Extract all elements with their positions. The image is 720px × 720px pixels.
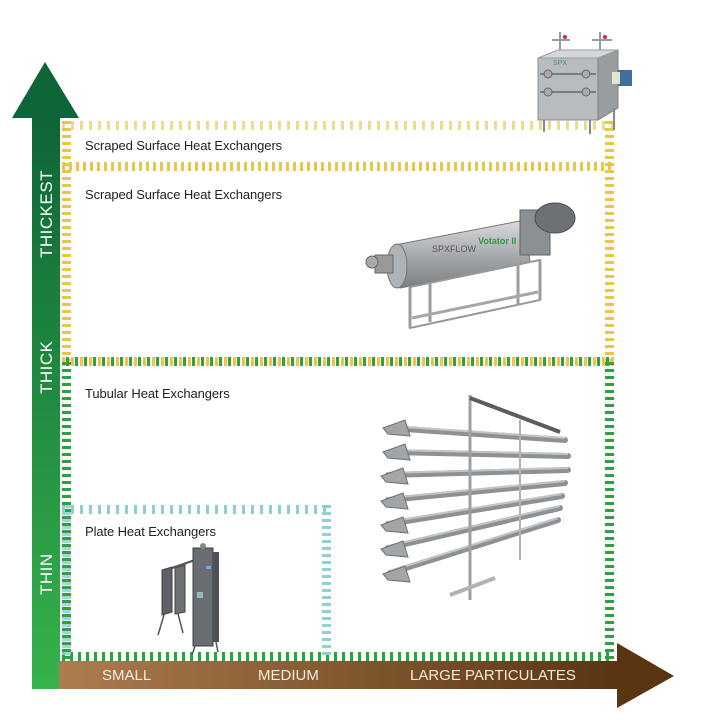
zone-border-scraped-divider [62, 162, 614, 171]
zone-label-scraped-surface-top: Scraped Surface Heat Exchangers [85, 138, 283, 153]
zone-border-scraped-top [62, 121, 614, 130]
zone-border-plate-right [322, 505, 331, 655]
viscosity-arrow-head [12, 62, 79, 118]
zone-border-tubular-top [62, 357, 614, 366]
x-axis-label-medium: MEDIUM [258, 667, 319, 684]
particulate-arrow-head [617, 643, 674, 708]
svg-text:Votator II: Votator II [478, 236, 516, 246]
zone-border-plate-left [62, 505, 71, 655]
zone-border-bottom [62, 652, 614, 661]
zone-label-plate: Plate Heat Exchangers [85, 524, 216, 539]
viscosity-arrow-shaft [32, 117, 60, 689]
zone-border-tubular-right [605, 362, 614, 660]
zone-border-plate-top [62, 505, 330, 514]
zone-border-scraped-left [62, 121, 71, 361]
zone-label-scraped-surface: Scraped Surface Heat Exchangers [85, 187, 283, 202]
x-axis-label-small: SMALL [102, 667, 152, 684]
x-axis-label-large-particulates: LARGE PARTICULATES [410, 667, 576, 684]
zone-label-tubular: Tubular Heat Exchangers [85, 386, 230, 401]
svg-text:SPX: SPX [553, 60, 567, 67]
particulate-arrow-shaft [59, 661, 619, 689]
zone-border-scraped-right [605, 121, 614, 361]
svg-text:SPXFLOW: SPXFLOW [432, 244, 477, 254]
